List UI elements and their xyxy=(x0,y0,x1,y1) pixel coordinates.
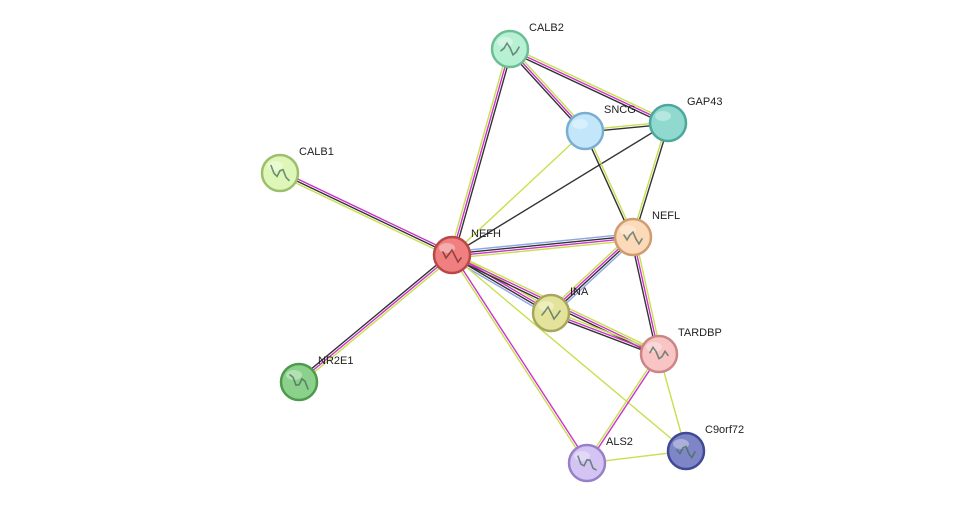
edge-channel-textmining xyxy=(451,254,687,452)
edge-channel-textmining xyxy=(585,353,659,463)
edge-channel-textmining xyxy=(299,256,454,385)
protein-structure-icon xyxy=(442,248,462,264)
edge-channel-experiments xyxy=(298,254,453,383)
node-label-nefl: NEFL xyxy=(652,210,680,222)
node-circle xyxy=(567,443,607,483)
edge-nefl-tardbp[interactable] xyxy=(630,236,662,355)
edge-channel-coexpression xyxy=(549,314,659,357)
edge-channel-databases xyxy=(451,233,633,253)
edge-tardbp-als2[interactable] xyxy=(585,353,661,464)
edge-channel-coexpression xyxy=(630,237,658,355)
protein-structure-icon xyxy=(270,164,290,182)
edge-channel-experiments xyxy=(509,48,669,124)
edge-channel-coexpression xyxy=(633,123,670,238)
node-highlight xyxy=(497,37,513,47)
protein-structure-icon xyxy=(500,41,520,57)
edge-channel-experiments xyxy=(452,254,589,463)
node-label-nr2e1: NR2E1 xyxy=(318,355,353,367)
edge-ina-tardbp[interactable] xyxy=(549,310,661,357)
node-highlight xyxy=(655,111,671,121)
node-circle xyxy=(613,217,653,257)
protein-structure-icon xyxy=(623,230,643,246)
edge-nefh-als2[interactable] xyxy=(450,254,589,464)
node-nefl[interactable]: NEFL xyxy=(613,210,680,257)
edge-channel-coexpression xyxy=(451,235,633,255)
edge-channel-textmining xyxy=(631,122,668,237)
protein-structure-icon xyxy=(649,345,669,360)
edge-nefh-nr2e1[interactable] xyxy=(297,252,454,385)
node-highlight xyxy=(572,119,588,129)
edge-channel-experiments xyxy=(632,236,660,355)
edge-channel-experiments xyxy=(587,354,661,464)
edge-channel-experiments xyxy=(452,237,634,257)
node-label-gap43: GAP43 xyxy=(687,96,722,108)
node-circle xyxy=(260,153,300,193)
edge-channel-experiments xyxy=(550,312,660,355)
node-highlight xyxy=(267,161,283,171)
node-label-tardbp: TARDBP xyxy=(678,327,722,339)
node-circle xyxy=(639,334,679,374)
node-als2[interactable]: ALS2 xyxy=(567,436,633,483)
node-nr2e1[interactable]: NR2E1 xyxy=(279,355,353,402)
protein-structure-icon xyxy=(289,374,309,390)
edge-channel-textmining xyxy=(551,310,661,353)
node-tardbp[interactable]: TARDBP xyxy=(639,327,722,374)
node-circle xyxy=(666,431,706,471)
edge-nefh-nefl[interactable] xyxy=(451,233,634,259)
node-c9orf72[interactable]: C9orf72 xyxy=(666,424,744,471)
edge-channel-experiments xyxy=(280,170,454,254)
edge-channel-coexpression xyxy=(297,252,452,381)
edge-channel-textmining xyxy=(450,255,587,464)
node-label-nefh: NEFH xyxy=(471,228,501,240)
edge-channel-textmining xyxy=(510,46,670,122)
edge-channel-textmining xyxy=(452,239,634,259)
node-label-calb1: CALB1 xyxy=(299,146,334,158)
edge-channel-textmining xyxy=(278,174,452,258)
edge-nefh-sncg[interactable] xyxy=(451,130,586,256)
node-label-calb2: CALB2 xyxy=(529,22,564,34)
node-highlight xyxy=(538,301,554,311)
node-gap43[interactable]: GAP43 xyxy=(648,96,722,143)
node-nefh[interactable]: NEFH xyxy=(432,228,501,275)
node-circle xyxy=(432,235,472,275)
edge-calb2-gap43[interactable] xyxy=(508,46,670,126)
edge-channel-coexpression xyxy=(453,49,513,256)
node-label-ina: INA xyxy=(570,286,589,298)
node-label-c9orf72: C9orf72 xyxy=(705,424,744,436)
edge-channel-textmining xyxy=(449,48,509,255)
edge-channel-textmining xyxy=(451,130,586,256)
node-circle xyxy=(565,111,605,151)
protein-structure-icon xyxy=(541,305,561,321)
edge-channel-experiments xyxy=(451,48,511,256)
edge-channel-textmining xyxy=(585,130,635,237)
edge-nefh-c9orf72[interactable] xyxy=(451,254,687,452)
node-highlight xyxy=(574,451,590,461)
node-label-als2: ALS2 xyxy=(606,436,633,448)
node-circle xyxy=(648,103,688,143)
edge-nefh-gap43[interactable] xyxy=(451,122,669,256)
node-calb2[interactable]: CALB2 xyxy=(490,22,564,69)
node-circle xyxy=(279,362,319,402)
edge-channel-textmining xyxy=(634,236,662,354)
node-highlight xyxy=(286,370,302,380)
node-highlight xyxy=(646,342,662,352)
node-calb1[interactable]: CALB1 xyxy=(260,146,334,193)
edge-nefh-calb2[interactable] xyxy=(449,48,513,256)
protein-structure-icon xyxy=(577,455,597,471)
edge-gap43-nefl[interactable] xyxy=(631,122,670,238)
edge-channel-coexpression xyxy=(583,131,633,238)
edge-channel-coexpression xyxy=(508,50,668,126)
node-ina[interactable]: INA xyxy=(531,286,589,333)
edge-channel-coexpression xyxy=(279,172,453,256)
node-sncg[interactable]: SNCG xyxy=(565,104,636,151)
protein-structure-icon xyxy=(676,445,696,459)
node-label-sncg: SNCG xyxy=(604,104,636,116)
edge-channel-coexpression xyxy=(451,122,669,256)
edge-sncg-nefl[interactable] xyxy=(583,130,635,238)
edge-nefh-calb1[interactable] xyxy=(278,170,454,258)
